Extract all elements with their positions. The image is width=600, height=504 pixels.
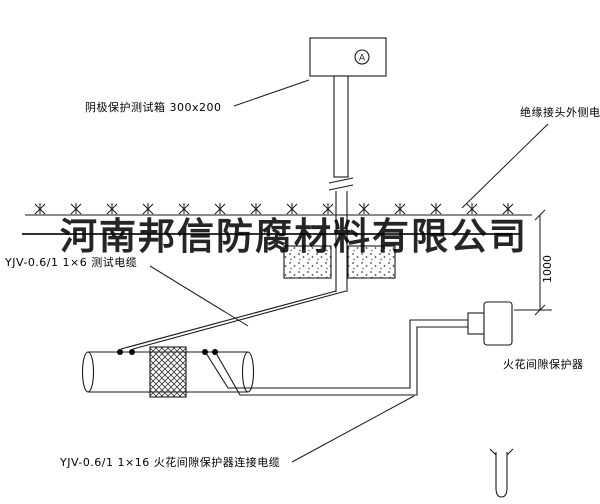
outer-cable-label: 绝缘接头外侧电缆 <box>520 106 600 119</box>
test-box-label: 阴极保护测试箱 300x200 <box>85 101 222 114</box>
test-box: A <box>309 37 387 77</box>
insulating-joint <box>149 346 187 398</box>
dimension-line: 1000 <box>514 209 554 316</box>
watermark-text: 河南邦信防腐材料有限公司 <box>60 214 528 258</box>
pipe-riser-symbol <box>489 448 514 498</box>
cable-weld-points <box>117 349 218 355</box>
protector-cable-label: YJV-0.6/1 1×16 火花间隙保护器连接电缆 <box>60 456 281 469</box>
leader-lines <box>149 79 549 463</box>
ammeter-symbol: A <box>359 54 366 64</box>
protector-cables <box>205 319 468 396</box>
spark-gap-protector-label: 火花间隙保护器 <box>503 358 584 371</box>
spark-gap-protector <box>467 301 513 346</box>
conduit-riser <box>328 75 354 292</box>
concrete-blocks <box>283 245 396 279</box>
test-cable-label: YJV-0.6/1 1×6 测试电缆 <box>5 256 138 269</box>
test-cables <box>120 290 347 350</box>
watermark-strike-line <box>22 233 520 235</box>
dimension-text: 1000 <box>541 255 554 283</box>
